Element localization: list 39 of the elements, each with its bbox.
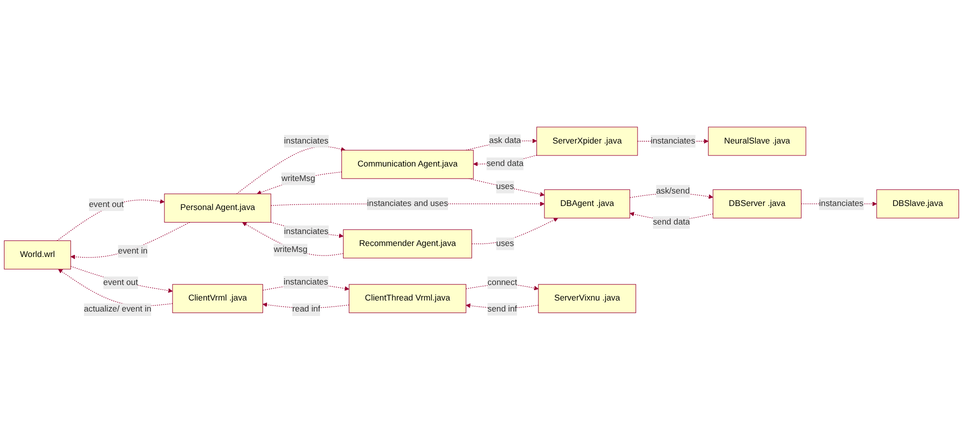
edge-label: ask/send [656,186,690,196]
edge-label: send data [486,159,524,168]
node-box: ServerVixnu .java [538,284,636,314]
edge-label: writeMsg [281,174,316,184]
edge-label: instanciates [284,227,329,236]
node-box: World.wrl [4,240,71,270]
edge-label: event out [88,200,124,209]
edge-label: uses [496,182,514,192]
arrow [236,146,346,194]
node-box: Recommender Agent.java [343,229,472,258]
node-box: DBAgent .java [544,189,630,218]
edge-label: actualize/ event in [84,304,152,314]
edge-label: ask data [489,136,521,145]
edge-label: send inf [488,304,517,314]
node-box: ClientThread Vrml.java [348,284,466,314]
edge-label: instanciates [650,136,696,146]
edge-label: instanciates and uses [367,199,448,208]
arrow [70,222,190,260]
edge-label: event out [103,278,138,287]
edge-label: writeMsg [274,245,308,254]
edge-label: instanciates [284,278,328,287]
node-box: DBSlave.java [876,189,960,218]
edge-label: uses [496,239,514,248]
edge-label: event in [118,246,148,256]
node-box: Personal Agent.java [164,194,272,223]
node-box: Communication Agent.java [341,150,474,179]
node-box: NeuralSlave .java [708,126,806,156]
edge-label: instanciates [284,136,329,146]
edge-label: connect [488,278,518,287]
arrow [471,218,558,244]
node-box: ClientVrml .java [172,284,264,314]
arrow [70,266,173,293]
node-box: DBServer .java [712,189,802,218]
edge-label: send data [652,218,690,227]
edge-label: read inf [292,304,320,314]
edge-label: instanciates [819,199,864,208]
node-box: ServerXpider .java [536,126,638,156]
arrow [58,268,173,306]
arrow [256,172,342,195]
